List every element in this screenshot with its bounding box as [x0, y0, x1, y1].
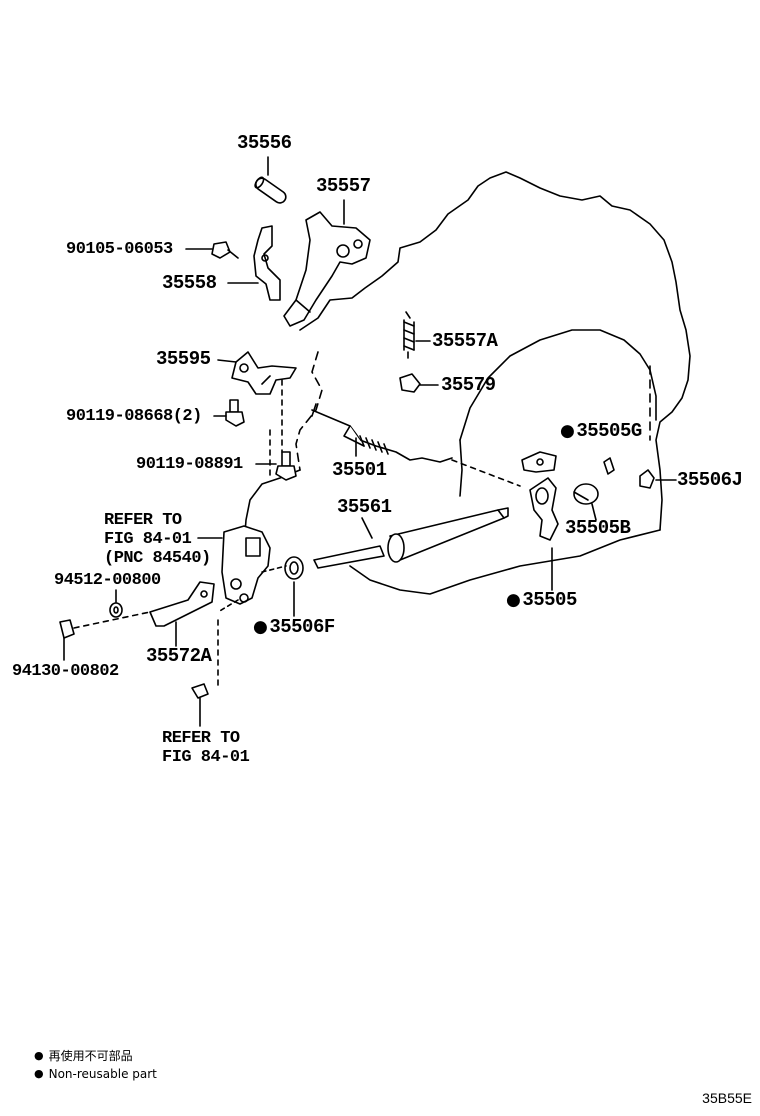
lever-35557	[284, 212, 370, 326]
label-35506F: 35506F	[253, 617, 335, 638]
figure-code: 35B55E	[702, 1090, 752, 1106]
bolt-90119-08891	[276, 452, 296, 480]
leader-35505B	[592, 504, 596, 520]
label-90119-08668: 90119-08668(2)	[66, 407, 202, 426]
housing-lower-edge	[350, 530, 660, 594]
legend: ● 再使用不可部品 ● Non-reusable part	[34, 1047, 157, 1083]
label-35505B: 35505B	[565, 517, 631, 539]
label-90105-06053: 90105-06053	[66, 240, 173, 259]
label-35505: 35505	[506, 590, 577, 611]
washer-94512-00800	[110, 603, 122, 617]
dashed-rod-right	[452, 460, 520, 486]
refer2-line2: FIG 84-01	[162, 748, 250, 767]
label-35558: 35558	[162, 272, 217, 294]
plate-35505G	[522, 452, 556, 472]
legend-jp-text: 再使用不可部品	[48, 1049, 133, 1063]
legend-en-text: Non-reusable part	[48, 1067, 157, 1081]
bracket-35595	[232, 352, 296, 394]
bolt-refer2	[192, 684, 208, 698]
label-35505G: 35505G	[560, 421, 642, 442]
label-35501: 35501	[332, 459, 387, 481]
label-35506J: 35506J	[677, 469, 743, 491]
plate-35572A	[150, 582, 214, 626]
legend-row-jp: ● 再使用不可部品	[34, 1047, 157, 1065]
nut-94130-00802	[60, 620, 74, 638]
label-94130-00802: 94130-00802	[12, 662, 119, 681]
leader-35561	[362, 518, 372, 538]
dashed-nut-plate	[74, 612, 150, 628]
bullet-icon: ●	[34, 1049, 44, 1062]
dashed-switch-seal	[262, 566, 286, 572]
label-35557: 35557	[316, 175, 371, 197]
label-35557A: 35557A	[432, 330, 498, 352]
housing-left-dashed	[296, 352, 322, 470]
rod-35501	[312, 404, 452, 462]
housing-bell-curve	[460, 330, 656, 440]
refer1-line3: (PNC 84540)	[104, 549, 211, 568]
part-35579	[400, 374, 420, 392]
pin-35556	[253, 176, 288, 205]
pin-35505G-small	[604, 458, 614, 474]
refer1-line1: REFER TO	[104, 511, 182, 530]
label-35561: 35561	[337, 496, 392, 518]
label-35579: 35579	[441, 374, 496, 396]
dashed-switch-plate	[218, 600, 238, 612]
bracket-35558	[254, 226, 280, 300]
label-35595: 35595	[156, 348, 211, 370]
bolt-90105-06053	[212, 242, 238, 258]
refer2-line1: REFER TO	[162, 729, 240, 748]
housing-inner-line	[460, 440, 462, 496]
label-90119-08891: 90119-08891	[136, 455, 243, 474]
legend-row-en: ● Non-reusable part	[34, 1065, 157, 1083]
spring-35557A	[404, 312, 414, 358]
bullet-icon: ●	[34, 1067, 44, 1080]
seal-35506F	[285, 557, 303, 579]
clip-35506J	[640, 470, 654, 488]
label-94512-00800: 94512-00800	[54, 571, 161, 590]
label-35556: 35556	[237, 132, 292, 154]
shaft-35561	[314, 508, 508, 568]
bushing-35505B	[574, 484, 598, 504]
neutral-switch-assembly	[222, 526, 270, 604]
label-35572A: 35572A	[146, 645, 212, 667]
refer1-line2: FIG 84-01	[104, 530, 192, 549]
transmission-housing-outline	[300, 172, 690, 530]
bolt-90119-08668	[226, 400, 244, 426]
lever-35505	[530, 478, 558, 540]
leader-35595	[218, 360, 236, 362]
